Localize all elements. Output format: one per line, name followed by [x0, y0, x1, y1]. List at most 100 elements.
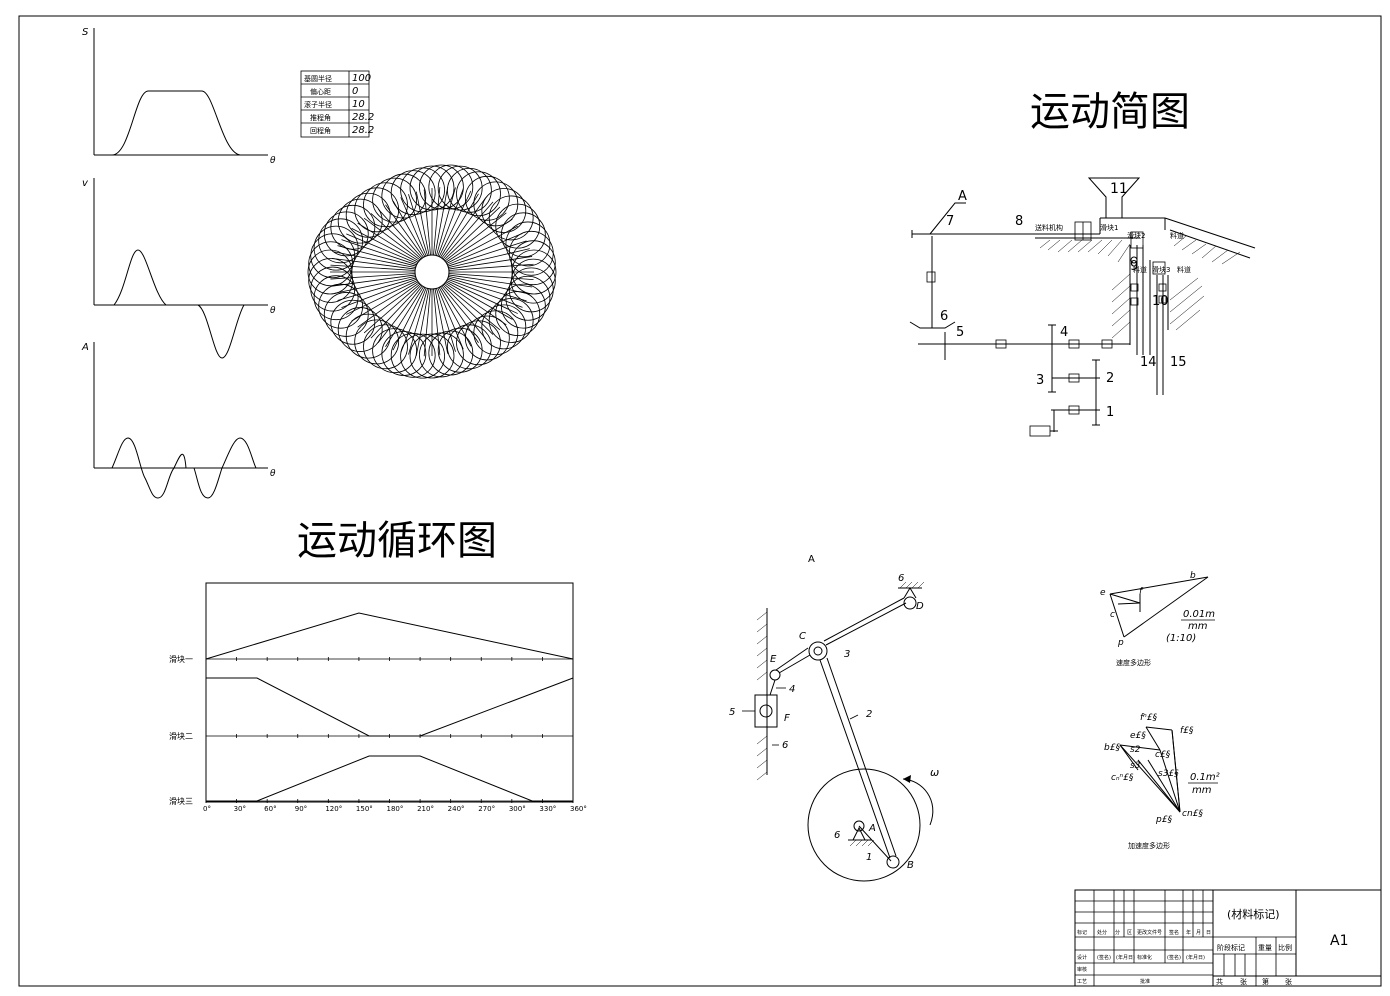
param-label: 偏心距: [310, 87, 331, 96]
x-tick-label: 240°: [448, 805, 465, 813]
cam-ray: [447, 278, 523, 308]
roller-circle: [428, 164, 474, 210]
label-4: 4: [1060, 325, 1068, 340]
label-6: 6: [940, 309, 948, 324]
cam-hub: [414, 254, 450, 290]
a-axis-label: A: [81, 342, 89, 353]
cam-ray: [341, 239, 417, 266]
cam-ray: [331, 257, 416, 270]
theta-label: θ: [270, 156, 276, 166]
roller-circle: [409, 333, 455, 379]
roller-circle: [500, 212, 546, 258]
acc-caption: 加速度多边形: [1128, 841, 1170, 850]
acc-s3: s3: [1130, 761, 1141, 771]
point-F: F: [784, 713, 790, 724]
series-line-1: [205, 612, 574, 660]
x-tick-label: 120°: [325, 805, 342, 813]
s-axis-label: S: [82, 27, 89, 38]
param-value: 10: [352, 99, 365, 110]
cam-ray: [346, 233, 418, 264]
weight-label: 重量: [1258, 944, 1272, 952]
title-block: 标记 处分 分 区 更改文件号 签名 年 月 日 设计 (签名) (年月日) 标…: [1074, 889, 1382, 987]
material-mark: (材料标记): [1227, 907, 1280, 921]
cam-ray: [447, 232, 523, 266]
label-3: 3: [1036, 373, 1044, 388]
acc-b: b£§: [1104, 743, 1120, 753]
motion-diagram-title: 运动简图: [1030, 89, 1190, 135]
x-tick-label: 300°: [509, 805, 526, 813]
roller-circle: [307, 249, 353, 295]
cam-ray: [440, 193, 479, 258]
cam-ray: [346, 280, 418, 315]
point-A: A: [868, 823, 876, 834]
acc-c: c£§: [1155, 750, 1171, 760]
label-10: 10: [1152, 294, 1169, 309]
point-C: C: [799, 631, 806, 642]
cam-ray: [330, 264, 416, 271]
cam-ray: [408, 288, 428, 355]
roller-circle: [456, 320, 501, 366]
x-tick-label: 0°: [203, 805, 211, 813]
cam-ray: [448, 263, 534, 271]
param-label: 回程角: [310, 126, 331, 135]
label-8: 8: [1015, 214, 1023, 229]
cam-ray: [392, 287, 426, 351]
slider1-label: 滑块1: [1100, 223, 1118, 232]
chute-label-2: 料道: [1133, 265, 1147, 274]
sheets-label: 张: [1240, 977, 1247, 986]
roller-circle: [372, 328, 417, 374]
roller-circle: [310, 233, 356, 279]
cam-ray: [448, 248, 530, 268]
cam-ray: [447, 240, 527, 267]
tb-r1-2: 分: [1115, 929, 1120, 936]
point-E: E: [770, 654, 777, 665]
tb-r2-1: (签名): [1097, 954, 1111, 961]
acc-scale-den: mm: [1192, 785, 1212, 796]
x-tick-label: 360°: [570, 805, 587, 813]
mechanism-schematic: 11 A 7 8 送料机构 滑块1 滑块2 料道 料道 滑块3 料道: [909, 177, 1256, 437]
stage-mark: 阶段标记: [1217, 943, 1245, 952]
roller-circle: [354, 187, 400, 233]
roller-circle: [381, 173, 427, 219]
cam-ray: [415, 191, 430, 256]
roller-circle: [308, 241, 354, 287]
theta-label: θ: [270, 306, 276, 316]
chart-frame: [205, 582, 574, 803]
cam-ray: [400, 197, 427, 257]
motion-cycle-chart: 滑块一滑块二滑块三0°30°60°90°120°150°180°210°240°…: [169, 582, 587, 813]
roller-circle: [511, 249, 557, 295]
param-label: 滚子半径: [304, 100, 332, 109]
cam-ray: [443, 283, 501, 331]
roller-circle: [488, 195, 534, 241]
series-label-2: 滑块二: [169, 731, 193, 741]
acc-cn: cn£§: [1182, 809, 1203, 819]
roller-circle: [310, 266, 356, 312]
roller-circle: [500, 283, 546, 329]
tb-r2-2: (年月日): [1116, 954, 1135, 961]
cam-parameter-table: 基圆半径 100 偏心距 0 滚子半径 10 推程角 28.2 回程角 28.2: [300, 70, 374, 138]
v-axis-label: v: [82, 178, 89, 189]
param-value: 0: [352, 86, 358, 97]
link-6-top: 6: [898, 573, 904, 584]
roller-circle: [390, 170, 436, 216]
roller-circle: [428, 330, 474, 376]
slider3-label: 滑块3: [1152, 265, 1170, 274]
roller-circle: [505, 221, 551, 267]
cam-ray: [331, 274, 416, 287]
tb-r1-0: 标记: [1077, 929, 1087, 936]
nth-label: 第: [1262, 977, 1269, 986]
cam-ray: [442, 201, 494, 260]
param-value: 28.2: [352, 125, 374, 136]
acc-s2: s2: [1130, 745, 1141, 755]
link-5: 5: [729, 707, 735, 718]
vel-point-c: c: [1110, 610, 1115, 620]
link-2: 2: [866, 709, 872, 720]
linkage-mechanism: A: [729, 554, 939, 882]
roller-circle: [400, 167, 445, 213]
acc-f: f£§: [1180, 726, 1194, 736]
tb-r2-5: (年月日): [1186, 954, 1205, 961]
cam-ray: [334, 251, 416, 268]
roller-circle: [508, 230, 554, 276]
tb-r1-7: 月: [1196, 930, 1201, 936]
series-label-3: 滑块三: [169, 796, 193, 806]
